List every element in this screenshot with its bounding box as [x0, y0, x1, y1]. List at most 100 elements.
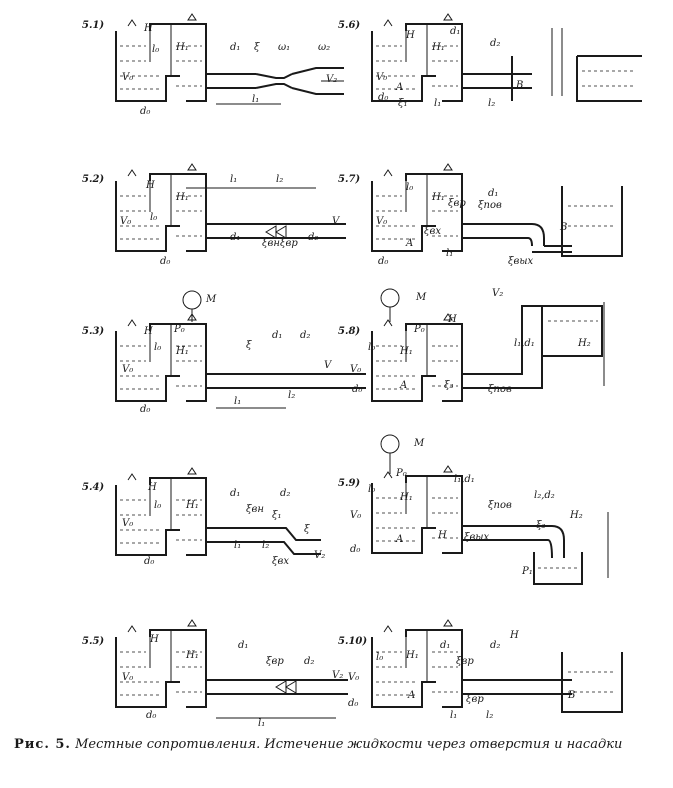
label-B: B [515, 80, 523, 91]
label-V0: V₀ [376, 72, 387, 83]
label-xi-pov: ξпов [488, 384, 512, 395]
label-H: H [143, 23, 153, 34]
label-xi-vr-2: ξвр [466, 694, 484, 705]
label-H: H [147, 482, 157, 493]
label-V0: V₀ [376, 216, 387, 227]
label-V0: V₀ [122, 672, 133, 683]
label-xi-vn: ξвн [262, 238, 280, 249]
label-A: A [395, 534, 403, 545]
label-d0: d₀ [378, 92, 388, 103]
label-P0: P₀ [395, 468, 407, 479]
label-d0: d₀ [348, 698, 358, 709]
label-xi: ξ [254, 42, 260, 53]
label-xi: ξ [304, 524, 310, 535]
label-l1d1: l₁,d₁ [454, 474, 475, 485]
label-H1: H₁ [399, 492, 413, 503]
label-P0: P₀ [173, 324, 185, 335]
label-xi-vyh: ξвых [464, 532, 489, 543]
label-B: B [559, 222, 567, 233]
label-V0: V₀ [120, 216, 131, 227]
label-omega1: ω₁ [278, 42, 290, 53]
label-l0: l₀ [154, 342, 161, 353]
panel-5-5: 5.5) H H₁ V₀ d₀ d₁ ξвр d₂ l₁ V₂ [82, 619, 348, 729]
label-d1: d₁ [238, 640, 248, 651]
panel-label: 5.1) [82, 20, 104, 31]
label-xi: ξ [246, 340, 252, 351]
label-l2: l₂ [486, 710, 493, 721]
panel-5-8: 5.8) M P₀ H l₀ H₁ V₀ d₀ A ξ₃ ξпов V₂ l₁,… [338, 288, 605, 402]
label-M: M [413, 438, 425, 449]
label-xi-vh: ξвх [424, 226, 441, 237]
label-d2: d₂ [304, 656, 314, 667]
label-A: A [399, 380, 407, 391]
label-l2: l₂ [276, 174, 283, 185]
label-H1: H₁ [399, 346, 413, 357]
panel-5-3: 5.3) M P₀ H l₀ H₁ V₀ d₀ ξ d₁ d₂ l₁ l₂ V [82, 290, 366, 415]
label-l1: l₁ [234, 396, 241, 407]
label-d1: d₁ [440, 640, 450, 651]
label-d0: d₀ [144, 556, 154, 567]
label-d1: d₁ [272, 330, 282, 341]
label-d0: d₀ [160, 256, 170, 267]
label-l2: l₂ [262, 540, 269, 551]
label-l2d2: l₂,d₂ [534, 490, 555, 501]
panel-5-6: 5.6) H H₁ V₀ d₀ d₁ d₂ A B ξ₁ l₁ l₂ [338, 13, 642, 109]
label-H: H [437, 530, 447, 541]
label-d0: d₀ [146, 710, 156, 721]
label-V2: V₂ [314, 550, 325, 561]
label-H: H [145, 180, 155, 191]
label-l0: l₀ [368, 342, 375, 353]
label-l0: l₀ [376, 652, 383, 663]
panel-5-4: 5.4) H l₀ H₁ V₀ d₀ d₁ d₂ ξвн ξ₁ ξ l₁ l₂ … [82, 467, 325, 567]
label-V0: V₀ [122, 518, 133, 529]
label-d2: d₂ [490, 38, 500, 49]
panel-label: 5.6) [338, 20, 360, 31]
label-P0: P₀ [413, 324, 425, 335]
label-l1: l₁ [446, 248, 453, 259]
label-d0: d₀ [352, 384, 362, 395]
label-V2: V₂ [492, 288, 503, 299]
label-d1: d₁ [230, 232, 240, 243]
label-H1: H₁ [185, 650, 199, 661]
label-xi-vr-1: ξвр [456, 656, 474, 667]
panel-5-9: 5.9) M P₀ l₀ H₁ V₀ d₀ A H l₁,d₁ ξпов l₂,… [338, 434, 609, 585]
label-V0: V₀ [350, 510, 361, 521]
label-d1: d₁ [488, 188, 498, 199]
label-V0: V₀ [122, 72, 133, 83]
panel-5-2: 5.2) H H₁ l₀ l₁ l₂ V₀ d₀ d₁ d₂ ξвн ξвр V [82, 163, 346, 267]
label-d1: d₁ [450, 26, 460, 37]
label-d0: d₀ [140, 404, 150, 415]
label-l1: l₁ [258, 718, 265, 729]
label-V2: V₂ [326, 74, 337, 85]
panel-5-1: 5.1) H l₀ H₁ V₀ d₀ d₁ ξ ω₁ ω₂ V₂ l₁ [82, 13, 344, 117]
label-l1d1: l₁,d₁ [514, 338, 535, 349]
label-d2: d₂ [308, 232, 318, 243]
label-xi3: ξ₃ [444, 380, 454, 391]
label-M: M [205, 294, 217, 305]
label-A: A [395, 82, 403, 93]
label-xi3: ξ₃ [536, 520, 546, 531]
label-H: H [509, 630, 519, 641]
label-xi1: ξ₁ [272, 510, 282, 521]
label-H1: H₁ [431, 42, 445, 53]
panel-label: 5.9) [338, 478, 360, 489]
label-d1: d₁ [230, 42, 240, 53]
label-B: B [567, 690, 575, 701]
figure-caption: Рис. 5. Местные сопротивления. Истечение… [14, 736, 659, 753]
label-l1: l₁ [252, 94, 259, 105]
label-l2: l₂ [288, 390, 295, 401]
label-xi-vn: ξвн [246, 504, 264, 515]
label-xi-pov: ξпов [488, 500, 512, 511]
panel-label: 5.2) [82, 174, 104, 185]
caption-prefix: Рис. 5. [14, 737, 71, 752]
label-d2: d₂ [300, 330, 310, 341]
manometer-icon [380, 434, 400, 454]
label-l0: l₀ [368, 484, 375, 495]
label-H2: H₂ [577, 338, 591, 349]
label-A: A [405, 238, 413, 249]
label-V0: V₀ [122, 364, 133, 375]
label-xi-pov: ξпов [478, 200, 502, 211]
label-l0: l₀ [150, 212, 157, 223]
label-H1: H₁ [175, 192, 189, 203]
